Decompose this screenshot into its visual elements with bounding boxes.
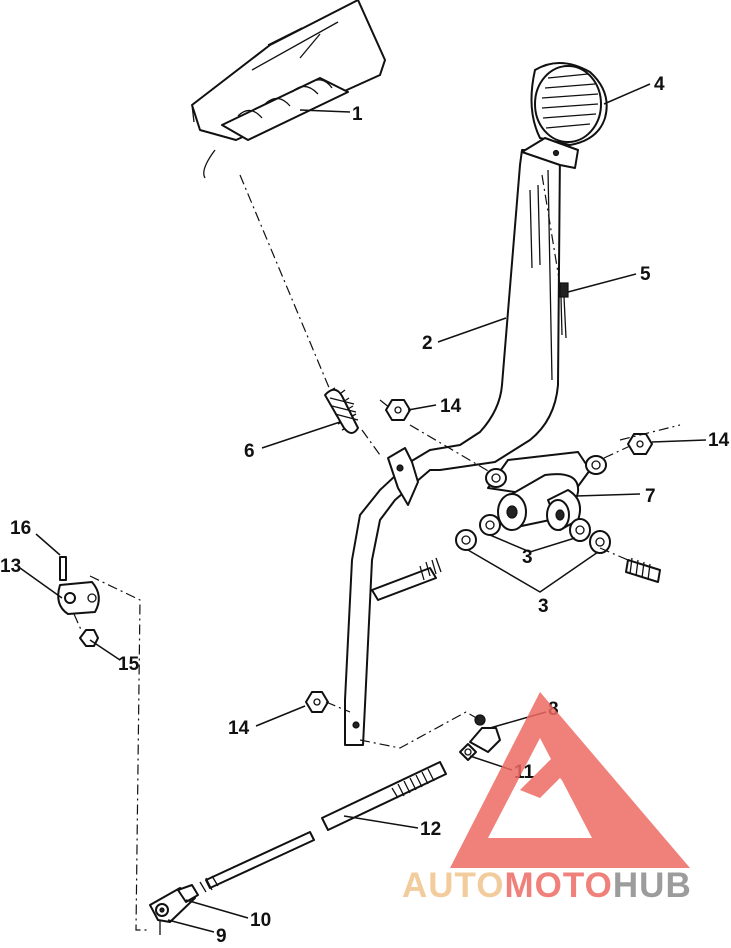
brake-pedal-arm — [344, 149, 561, 746]
assembly-lines — [73, 174, 681, 931]
callout-13: 13 — [0, 556, 21, 577]
callout-7: 7 — [645, 486, 656, 507]
rod-end — [149, 884, 199, 935]
callout-16: 16 — [10, 518, 31, 539]
watermark-text-moto: MOTO — [505, 866, 613, 905]
pivot-tube — [485, 451, 607, 531]
callout-14-top: 14 — [440, 396, 462, 417]
callout-15: 15 — [118, 654, 140, 675]
callout-14-right: 14 — [708, 430, 730, 451]
callout-4: 4 — [654, 74, 665, 95]
watermark-text-hub: HUB — [613, 866, 692, 905]
nuts — [305, 399, 653, 713]
watermark-logo: AUTOMOTOHUB — [402, 692, 692, 905]
callout-10: 10 — [250, 910, 271, 931]
pin — [559, 282, 569, 339]
watermark-text: AUTOMOTOHUB — [402, 866, 692, 905]
callout-6: 6 — [244, 441, 255, 462]
frame-bracket — [191, 0, 386, 179]
callout-14-left: 14 — [228, 718, 250, 739]
clevis — [459, 714, 501, 761]
callout-12: 12 — [420, 819, 441, 840]
callout-3-lower: 3 — [538, 596, 549, 617]
mounting-bracket — [57, 556, 100, 647]
callout-1: 1 — [352, 104, 363, 125]
washers — [455, 514, 611, 554]
watermark-text-auto: AUTO — [402, 866, 505, 905]
pivot-bolt — [371, 557, 661, 601]
callout-2: 2 — [422, 333, 433, 354]
callout-5: 5 — [640, 264, 651, 285]
brake-rod — [199, 761, 447, 893]
return-spring — [324, 387, 359, 434]
callout-3-upper: 3 — [522, 547, 533, 568]
pedal-pad — [521, 62, 608, 169]
callout-9: 9 — [216, 926, 227, 947]
